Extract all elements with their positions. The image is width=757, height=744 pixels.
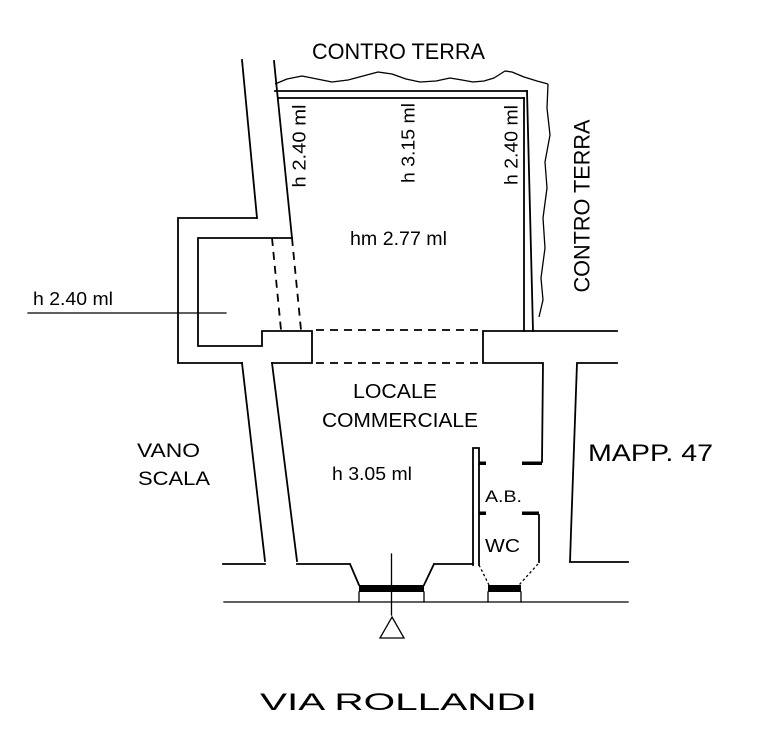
jamb-tick: [522, 511, 539, 515]
upper-room-right-wall: [523, 90, 534, 332]
contro-terra-right-label: CONTRO TERRA: [570, 119, 595, 292]
jamb-tick: [522, 461, 542, 465]
room-height-label: h 3.05 ml: [332, 464, 412, 484]
jamb-tick: [479, 461, 486, 465]
left-niche-walls: [177, 217, 313, 364]
terrain-line-right: [538, 83, 551, 318]
right-block-walls: [482, 330, 629, 563]
door-jamb-ticks: [479, 461, 542, 515]
street-label: VIA ROLLANDI: [260, 689, 537, 716]
room-label-line1: LOCALE: [353, 381, 437, 403]
wc-splay-lines: [478, 563, 539, 586]
terrain-line-top: [274, 70, 549, 85]
jamb-tick: [479, 511, 486, 515]
entrance-threshold-sides: [358, 591, 522, 603]
entrance-triangle-marker: [378, 615, 406, 639]
toilet-label: WC: [485, 536, 520, 556]
contro-terra-top-label: CONTRO TERRA: [312, 39, 485, 64]
labels: CONTRO TERRA CONTRO TERRA h 2.40 ml h 3.…: [33, 39, 713, 716]
dashed-lines: [271, 237, 479, 364]
upper-room-top-wall: [274, 90, 528, 99]
parcel-label: MAPP. 47: [588, 440, 713, 467]
facade-walls: [222, 562, 474, 587]
wall-height-right-label: h 2.40 ml: [501, 105, 521, 185]
wc-entrance-threshold: [488, 585, 521, 592]
room-label-line2: COMMERCIALE: [322, 410, 478, 432]
wc-door-splay: [478, 563, 539, 586]
threshold-bars: [359, 585, 521, 592]
mean-height-label: hm 2.77 ml: [350, 229, 447, 250]
stairwell-label-line2: SCALA: [138, 469, 210, 490]
thin-lines: [27, 312, 629, 616]
wall-height-left-label: h 2.40 ml: [289, 105, 309, 188]
stairwell-slanted-walls: [241, 361, 299, 563]
niche-height-label: h 2.40 ml: [33, 289, 113, 309]
bathroom-anteroom-label: A.B.: [485, 487, 522, 506]
wall-lines: [177, 59, 629, 587]
upper-room-left-wall: [241, 59, 293, 239]
ceiling-height-main-label: h 3.15 ml: [398, 103, 418, 183]
main-entrance-threshold: [359, 585, 424, 592]
stairwell-label-line1: VANO: [137, 441, 200, 462]
dashed-opening-lines: [271, 237, 479, 364]
terrain-lines: [274, 70, 551, 318]
wc-partition-walls: [472, 447, 540, 566]
